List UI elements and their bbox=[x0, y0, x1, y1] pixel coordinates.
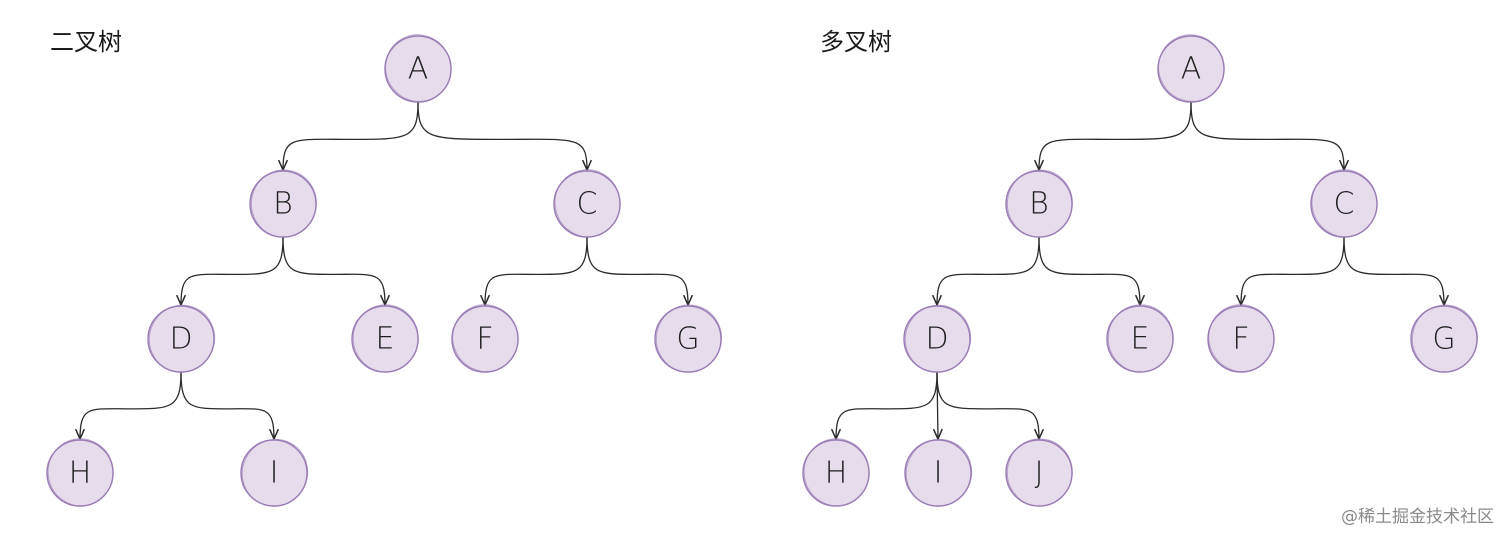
binary-node-ring-C bbox=[554, 169, 621, 238]
multiway-node-I: I bbox=[904, 438, 973, 507]
multiway-edge-D-H bbox=[831, 371, 938, 440]
multiway-node-label-G: G bbox=[1432, 322, 1455, 357]
multiway-node-H: H bbox=[802, 438, 870, 507]
binary-edge-A-B bbox=[278, 101, 419, 171]
multiway-node-label-A: A bbox=[1181, 52, 1202, 87]
binary-node-ring-I bbox=[241, 438, 309, 507]
binary-node-ring-E bbox=[352, 304, 419, 373]
multiway-node-label-H: H bbox=[825, 456, 848, 491]
binary-edge-D-H bbox=[75, 371, 182, 440]
multiway-node-J: J bbox=[1005, 438, 1073, 507]
binary-node-ring-G bbox=[655, 304, 722, 373]
binary-node-A: A bbox=[384, 34, 452, 103]
multiway-node-G: G bbox=[1410, 304, 1478, 373]
binary-node-label-I: I bbox=[270, 456, 279, 491]
binary-node-I: I bbox=[240, 438, 309, 507]
binary-node-label-G: G bbox=[676, 322, 699, 357]
watermark: @稀土掘金技术社区 bbox=[1341, 507, 1494, 527]
multiway-node-label-C: C bbox=[1334, 187, 1355, 222]
multiway-edge-A-B bbox=[1034, 101, 1192, 171]
binary-node-ring-A bbox=[385, 34, 452, 102]
multiway-node-ring-A bbox=[1158, 34, 1225, 102]
binary-node-label-F: F bbox=[476, 322, 493, 357]
binary-node-H: H bbox=[46, 438, 114, 507]
multiway-node-ring-F bbox=[1208, 304, 1275, 372]
binary-node-G: G bbox=[654, 304, 722, 373]
multiway-edge-A-C bbox=[1190, 101, 1349, 171]
multiway-node-F: F bbox=[1207, 304, 1275, 373]
multiway-edge-B-E bbox=[1038, 236, 1145, 306]
multiway-node-ring-J bbox=[1006, 438, 1073, 507]
multiway-node-ring-C bbox=[1311, 169, 1378, 238]
multiway-edge-B-D bbox=[932, 236, 1040, 306]
binary-node-F: F bbox=[451, 304, 519, 373]
multiway-edge-C-F bbox=[1236, 236, 1345, 306]
multiway-node-A: A bbox=[1157, 34, 1225, 103]
binary-node-label-H: H bbox=[69, 456, 92, 491]
binary-node-label-D: D bbox=[169, 322, 192, 357]
binary-node-label-E: E bbox=[376, 322, 395, 357]
multiway-node-ring-B bbox=[1006, 169, 1073, 238]
multiway-node-B: B bbox=[1005, 169, 1073, 238]
multiway-node-label-E: E bbox=[1131, 322, 1150, 357]
nodes-layer: A B C D E F G H I A B C D E F G H I J bbox=[46, 34, 1478, 507]
binary-tree-title: 二叉树 bbox=[50, 28, 122, 56]
binary-node-C: C bbox=[553, 169, 621, 238]
edges-layer bbox=[75, 101, 1449, 440]
binary-node-ring-B bbox=[250, 169, 317, 238]
binary-node-label-C: C bbox=[577, 187, 598, 222]
multiway-node-ring-H bbox=[803, 438, 870, 507]
binary-node-E: E bbox=[351, 304, 419, 373]
multiway-node-ring-I bbox=[905, 438, 973, 507]
binary-edge-B-D bbox=[176, 236, 284, 306]
binary-node-ring-F bbox=[452, 304, 519, 372]
binary-node-B: B bbox=[249, 169, 317, 238]
multiway-node-label-B: B bbox=[1029, 187, 1049, 222]
multiway-node-D: D bbox=[903, 304, 972, 373]
binary-node-ring-H bbox=[47, 438, 114, 507]
binary-node-label-B: B bbox=[273, 187, 293, 222]
multiway-node-label-I: I bbox=[934, 456, 943, 491]
multiway-node-ring-E bbox=[1107, 304, 1174, 373]
multiway-edge-D-J bbox=[936, 371, 1044, 440]
binary-edge-C-G bbox=[586, 236, 693, 306]
multiway-node-E: E bbox=[1106, 304, 1174, 373]
binary-edge-B-E bbox=[282, 236, 390, 306]
multiway-node-ring-G bbox=[1411, 304, 1478, 373]
binary-edge-A-C bbox=[417, 101, 592, 171]
binary-node-ring-D bbox=[148, 304, 216, 373]
multiway-node-label-J: J bbox=[1035, 456, 1044, 491]
multiway-node-ring-D bbox=[904, 304, 972, 373]
multiway-tree-title: 多叉树 bbox=[820, 28, 892, 56]
multiway-edge-C-G bbox=[1343, 236, 1449, 306]
multiway-node-label-D: D bbox=[925, 322, 948, 357]
binary-edge-C-F bbox=[480, 236, 588, 306]
binary-node-D: D bbox=[147, 304, 216, 373]
multiway-node-label-F: F bbox=[1232, 322, 1249, 357]
binary-edge-D-I bbox=[180, 371, 279, 440]
multiway-node-C: C bbox=[1310, 169, 1378, 238]
binary-node-label-A: A bbox=[408, 52, 429, 87]
